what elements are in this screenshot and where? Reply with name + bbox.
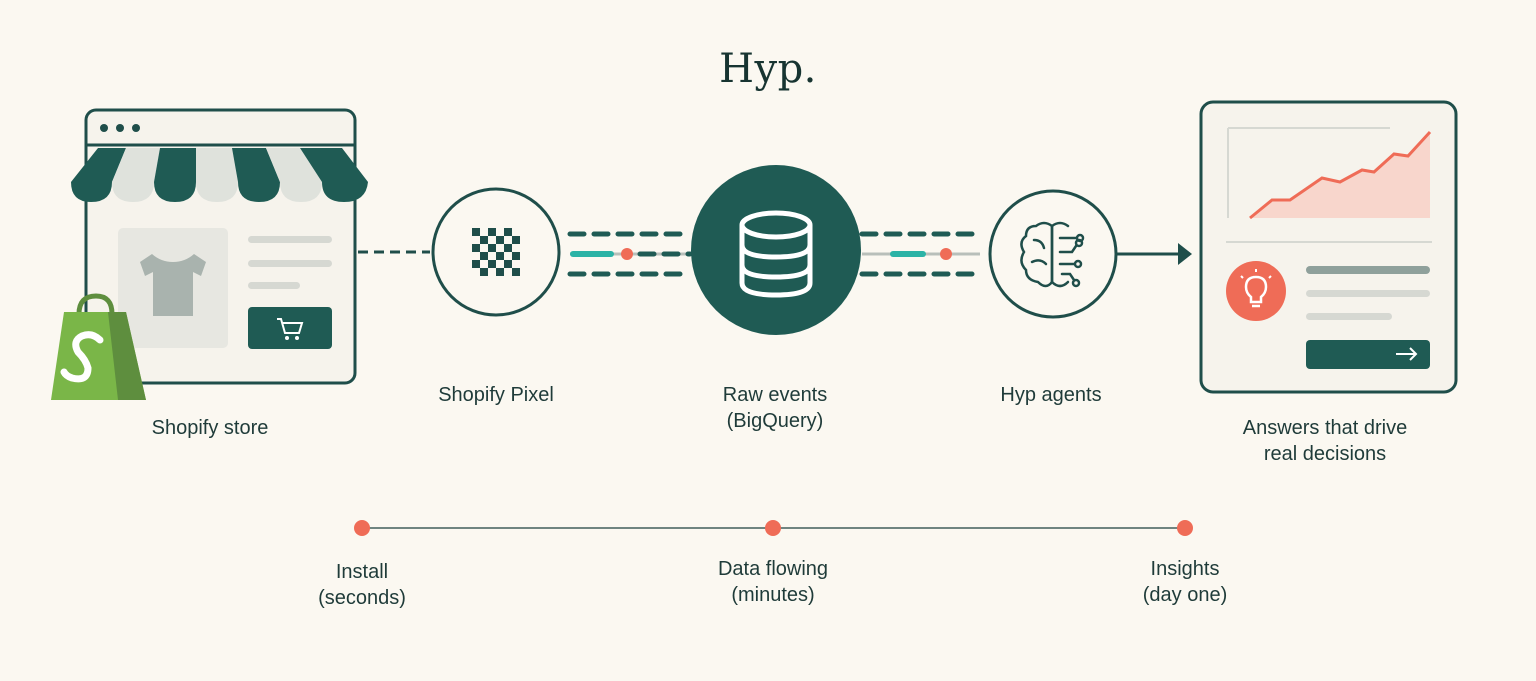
step-label-raw-events: Raw events (BigQuery)	[722, 384, 828, 432]
cart-button	[248, 307, 332, 349]
brain-circuit-icon	[988, 189, 1118, 319]
tshirt-icon	[140, 254, 206, 316]
timeline-dot-insights	[1177, 520, 1193, 536]
dashboard-icon	[1199, 100, 1458, 394]
timeline	[354, 520, 1193, 536]
timeline-dot-install	[354, 520, 370, 536]
page-title: Hyp.	[719, 46, 817, 92]
timeline-dot-data-flowing	[765, 520, 781, 536]
milestone-label-insights: Insights (day one)	[1142, 558, 1228, 606]
milestone-label-data-flowing: Data flowing (minutes)	[717, 558, 829, 606]
shopify-bag-logo	[51, 293, 146, 400]
step-label-hyp-agents: Hyp agents	[1000, 384, 1102, 406]
data-stream-left	[567, 231, 693, 277]
database-icon	[691, 165, 861, 335]
lightbulb-icon	[1226, 261, 1286, 321]
step-label-shopify-pixel: Shopify Pixel	[438, 384, 554, 406]
arrow-right-icon	[1396, 347, 1418, 361]
awning	[71, 148, 368, 202]
arrow-head-icon	[1178, 243, 1192, 265]
step-label-shopify-store: Shopify store	[151, 417, 269, 439]
pixel-grid-icon	[431, 187, 561, 317]
dashboard-action-button	[1306, 340, 1430, 369]
milestone-label-install: Install (seconds)	[318, 561, 406, 609]
step-label-answers: Answers that drive real decisions	[1242, 417, 1408, 465]
data-stream-right	[859, 231, 983, 277]
cart-icon	[277, 318, 304, 334]
storefront-icon	[51, 108, 368, 400]
